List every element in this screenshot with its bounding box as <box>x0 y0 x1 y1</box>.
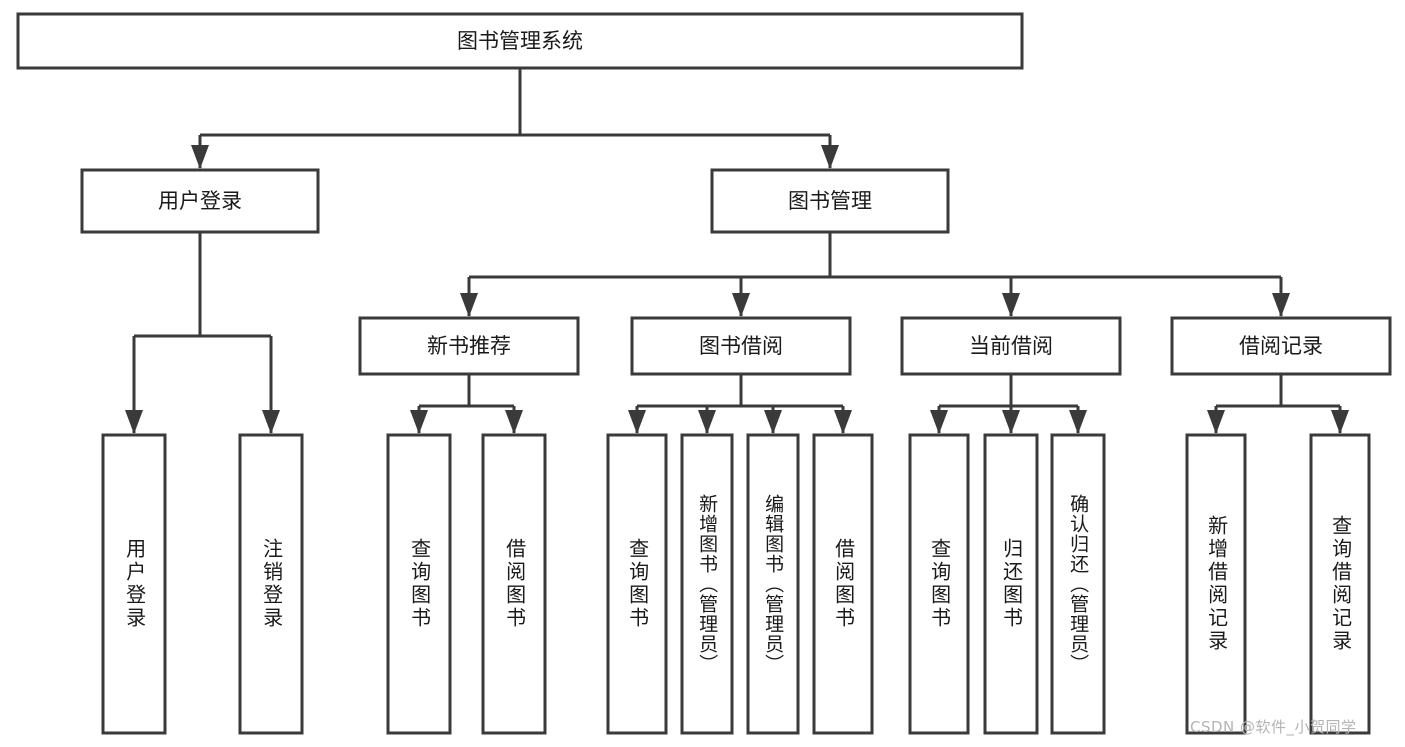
arrow-head-icon-level2-0 <box>191 145 209 169</box>
arrow-head-icon-leaf-3-0 <box>1207 410 1225 434</box>
arrow-head-icon-leaf-1-2 <box>764 410 782 434</box>
leaf-node-0-box[interactable] <box>101 433 167 735</box>
arrow-head-icon-level2-1 <box>821 145 839 169</box>
level2-node-1-label: 图书管理 <box>788 189 872 213</box>
arrow-head-icon-leaf-0-0 <box>410 410 428 434</box>
arrow-head-icon-leaf-2-1 <box>1002 410 1020 434</box>
level3-node-2-box[interactable] <box>900 316 1122 376</box>
leaf-node-8[interactable] <box>908 433 970 735</box>
arrow-head-icon-level3-1 <box>732 293 750 317</box>
leaf-node-0[interactable] <box>101 433 167 735</box>
leaf-node-7[interactable] <box>812 433 874 735</box>
leaf-node-2[interactable] <box>386 433 452 735</box>
level3-node-2-label: 当前借阅 <box>969 334 1053 358</box>
root-node-label: 图书管理系统 <box>457 29 583 53</box>
leaf-node-9[interactable] <box>983 433 1039 735</box>
level3-node-2[interactable]: 当前借阅 <box>900 316 1122 376</box>
level3-node-0-box[interactable] <box>358 316 580 376</box>
leaf-node-1-box[interactable] <box>238 433 304 735</box>
level2-node-1[interactable]: 图书管理 <box>710 168 950 234</box>
leaf-node-4[interactable] <box>606 433 668 735</box>
arrow-head-icon-leaf-1-3 <box>834 410 852 434</box>
leaf-node-12-box[interactable] <box>1309 433 1371 735</box>
leaf-node-1[interactable] <box>238 433 304 735</box>
leaf-node-3[interactable] <box>481 433 547 735</box>
level3-node-1[interactable]: 图书借阅 <box>630 316 852 376</box>
leaf-node-7-box[interactable] <box>812 433 874 735</box>
leaf-node-9-box[interactable] <box>983 433 1039 735</box>
leaf-node-10-box[interactable] <box>1050 433 1106 735</box>
arrow-head-icon-leaf-0-1 <box>505 410 523 434</box>
leaf-node-5[interactable] <box>680 433 734 735</box>
root-node[interactable]: 图书管理系统 <box>16 12 1024 70</box>
leaf-node-12[interactable] <box>1309 433 1371 735</box>
leaf-node-11-box[interactable] <box>1185 433 1247 735</box>
leaf-node-11[interactable] <box>1185 433 1247 735</box>
arrow-head-icon-level3-0 <box>460 293 478 317</box>
level3-node-3-box[interactable] <box>1170 316 1392 376</box>
arrow-head-icon-leaf-2-2 <box>1069 410 1087 434</box>
level2-node-0-label: 用户登录 <box>158 189 242 213</box>
level2-node-0[interactable]: 用户登录 <box>80 168 320 234</box>
arrow-head-icon-level3-3 <box>1272 293 1290 317</box>
arrow-head-icon-login-leaf-1 <box>262 410 280 434</box>
leaf-node-10[interactable] <box>1050 433 1106 735</box>
leaf-node-3-box[interactable] <box>481 433 547 735</box>
leaf-node-6-box[interactable] <box>746 433 800 735</box>
level2-node-1-box[interactable] <box>710 168 950 234</box>
leaf-node-8-box[interactable] <box>908 433 970 735</box>
level3-node-3[interactable]: 借阅记录 <box>1170 316 1392 376</box>
leaf-node-5-box[interactable] <box>680 433 734 735</box>
level3-node-0-label: 新书推荐 <box>427 334 511 358</box>
arrow-head-icon-leaf-3-1 <box>1331 410 1349 434</box>
arrow-head-icon-leaf-1-1 <box>698 410 716 434</box>
level3-node-1-box[interactable] <box>630 316 852 376</box>
level3-node-3-label: 借阅记录 <box>1239 334 1323 358</box>
csdn-watermark: CSDN @软件_小贺同学 <box>1190 718 1357 736</box>
arrow-head-icon-level3-2 <box>1002 293 1020 317</box>
level2-node-0-box[interactable] <box>80 168 320 234</box>
connector-edges <box>125 68 1349 434</box>
level3-node-1-label: 图书借阅 <box>699 334 783 358</box>
leaf-node-6[interactable] <box>746 433 800 735</box>
arrow-head-icon-leaf-1-0 <box>628 410 646 434</box>
level3-node-0[interactable]: 新书推荐 <box>358 316 580 376</box>
arrow-head-icon-leaf-2-0 <box>930 410 948 434</box>
arrow-head-icon-login-leaf-0 <box>125 410 143 434</box>
root-node-box[interactable] <box>16 12 1024 70</box>
leaf-node-4-box[interactable] <box>606 433 668 735</box>
leaf-node-2-box[interactable] <box>386 433 452 735</box>
